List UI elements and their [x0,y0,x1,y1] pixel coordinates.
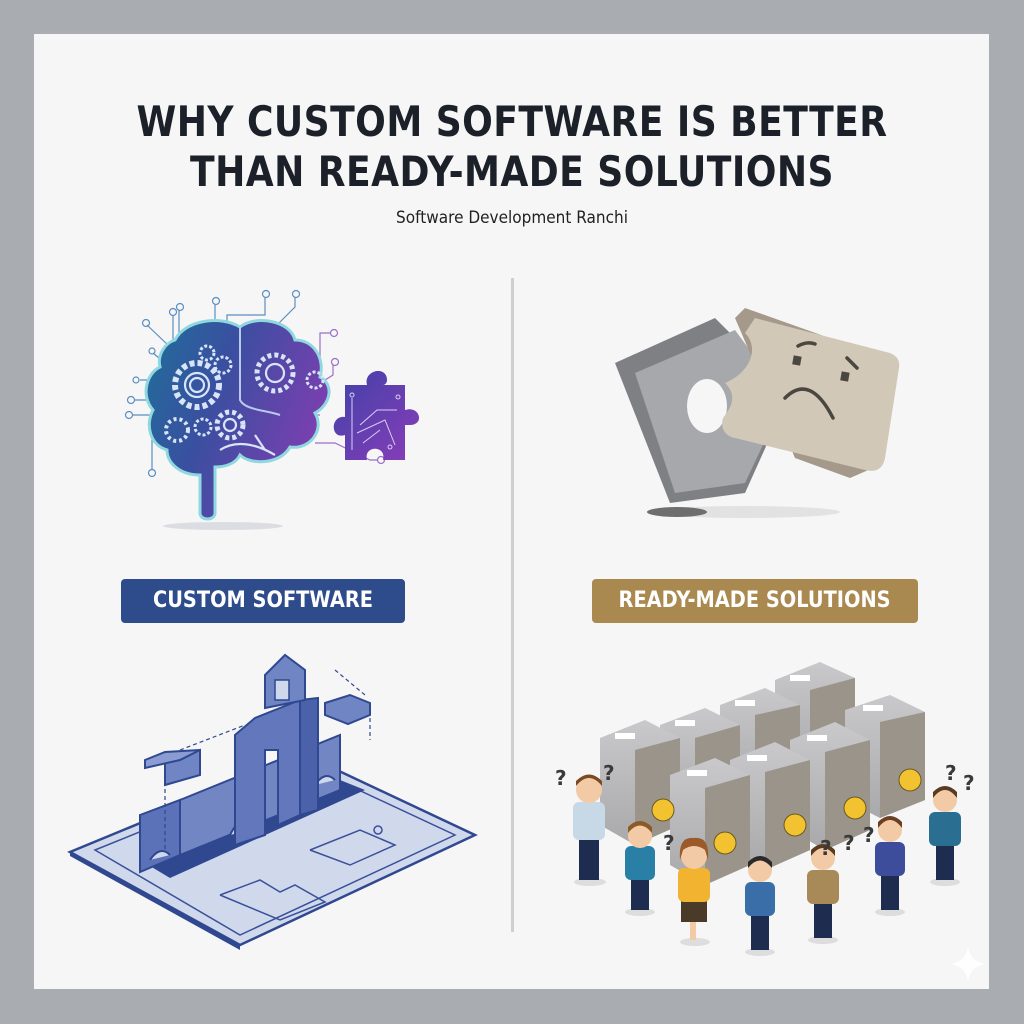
title-line-2: THAN READY-MADE SOLUTIONS [190,147,834,196]
question-mark: ? [555,766,567,790]
question-mark: ? [820,836,832,860]
confused-people-with-server-boxes-icon: ? ? ? ? ? ? ? ? [555,662,975,956]
question-mark: ? [963,771,975,795]
title-line-1: WHY CUSTOM SOFTWARE IS BETTER [136,97,888,146]
custom-software-label: CUSTOM SOFTWARE [121,579,405,623]
mismatched-sad-puzzle-icon [615,308,900,518]
center-divider [511,278,514,932]
question-mark: ? [663,831,675,855]
question-mark: ? [843,831,855,855]
question-mark: ? [945,761,957,785]
brain-with-gears-and-puzzle-icon [124,289,420,530]
question-mark: ? [603,761,615,785]
subtitle: Software Development Ranchi [396,208,628,228]
ready-made-solutions-label: READY-MADE SOLUTIONS [592,579,918,623]
sparkle-icon [950,946,986,982]
question-mark: ? [863,823,875,847]
modular-blueprint-building-icon [67,653,478,950]
ready-made-solutions-label-text: READY-MADE SOLUTIONS [618,588,892,613]
custom-software-label-text: CUSTOM SOFTWARE [152,588,373,613]
